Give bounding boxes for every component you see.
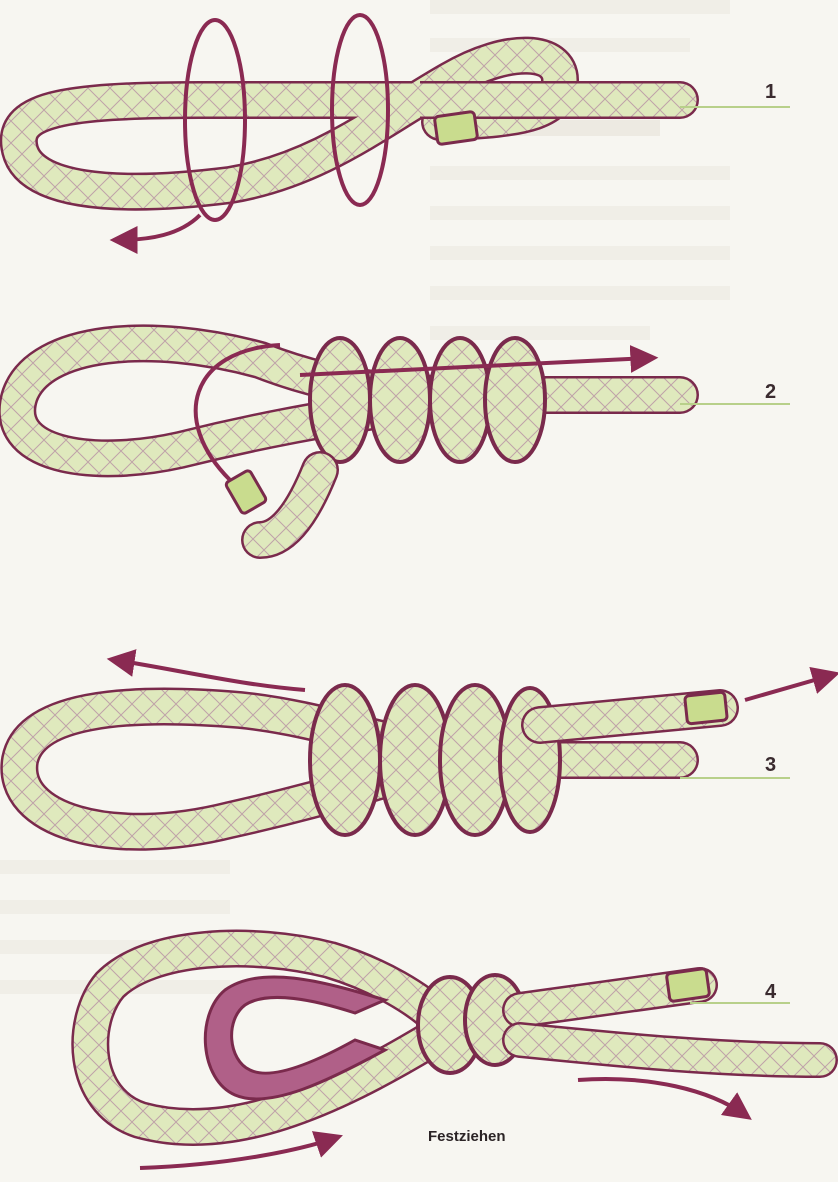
- step-2-illustration: [17, 338, 790, 540]
- step-3-number: 3: [765, 754, 776, 776]
- step-3-coils: [310, 685, 560, 835]
- step-2-number: 2: [765, 381, 776, 403]
- step-1-number: 1: [765, 81, 776, 103]
- step-4-number: 4: [765, 981, 777, 1003]
- caption-tighten: Festziehen: [428, 1128, 506, 1145]
- step-2-coils: [310, 338, 545, 462]
- step-3-illustration: [19, 660, 832, 835]
